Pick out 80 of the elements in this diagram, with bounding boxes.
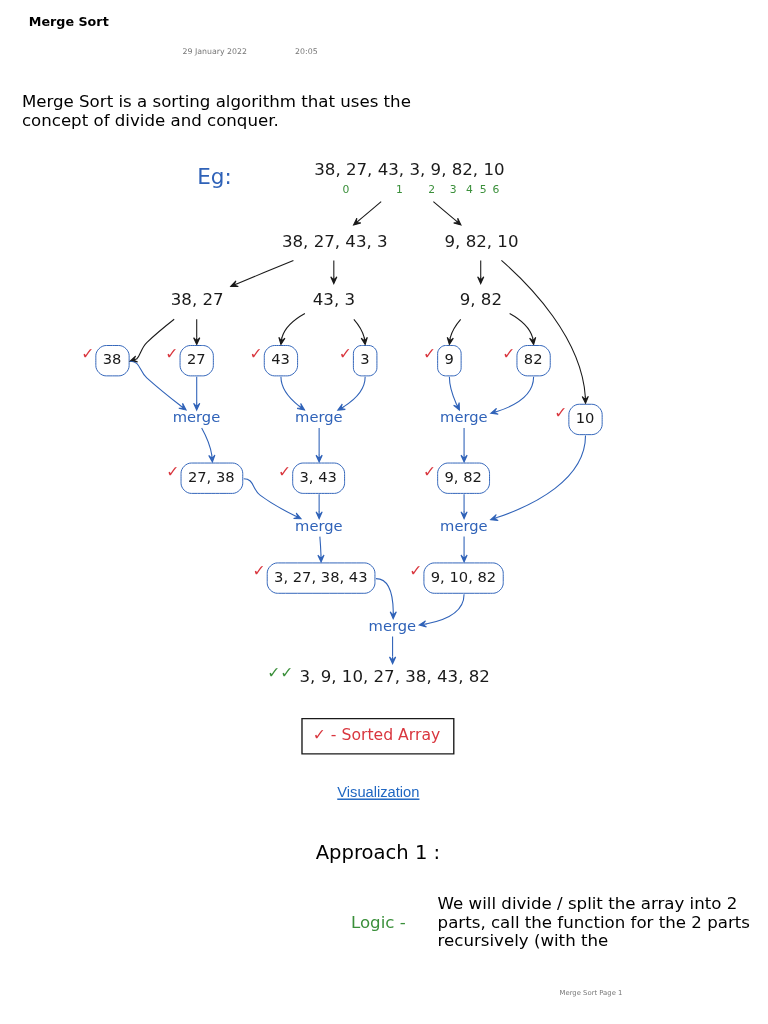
node-box: 27, 38 <box>180 462 243 494</box>
label: Visualization <box>336 784 419 801</box>
node-label: 2 <box>427 183 435 197</box>
arrow <box>446 318 461 346</box>
node-text: 43, 3 <box>312 290 355 310</box>
node-text: 3, 9, 10, 27, 38, 43, 82 <box>299 667 490 687</box>
node-text: 38, 27, 43, 3, 9, 82, 10 <box>313 160 505 180</box>
arrow <box>374 578 397 620</box>
label: 29 January 2022 <box>182 46 247 56</box>
node-text: 9, 82 <box>459 290 502 310</box>
arrow <box>315 493 323 520</box>
node-label: 5 <box>479 183 487 197</box>
node-box: 3, 43 <box>291 462 345 494</box>
arrow <box>459 493 468 520</box>
arrow <box>459 536 468 563</box>
arrow <box>352 318 368 346</box>
arrow <box>476 259 484 285</box>
node-label: ✓ <box>553 402 567 422</box>
arrow <box>329 259 337 285</box>
node-label: ✓ <box>422 461 436 481</box>
node-text: merge <box>294 408 343 426</box>
node-text: 38, 27, 43, 3 <box>281 231 388 251</box>
label: 20:05 <box>294 46 318 56</box>
arrow <box>489 376 534 415</box>
node-label: ✓ <box>249 344 263 364</box>
arrow <box>500 259 589 404</box>
node-label: ✓ <box>164 344 178 364</box>
arrow <box>459 427 468 463</box>
node-text: 38, 27 <box>170 290 224 310</box>
node-box: 9, 82 <box>436 462 490 494</box>
arrow <box>448 376 460 411</box>
node-label: 3 <box>449 183 457 197</box>
node-text: merge <box>172 408 220 426</box>
node-text: merge <box>439 517 488 535</box>
node-box: 9 <box>436 345 462 377</box>
node-label: ✓ <box>165 461 179 481</box>
node-label: ✓ <box>501 344 515 364</box>
node-text: merge <box>294 517 343 535</box>
node-label: 6 <box>491 183 499 197</box>
arrow <box>242 478 302 520</box>
label: Merge Sort is a sorting algorithm that uses the concept of divide and conquer. <box>21 92 411 130</box>
arrow <box>192 376 200 411</box>
node-label: 0 <box>342 183 349 197</box>
node-label: ✓✓ <box>266 663 293 683</box>
arrow <box>279 376 305 411</box>
label: We will divide / split the array into 2 parts, call the function for the 2 parts recursively (with the <box>437 894 750 951</box>
label: Logic - <box>350 912 406 932</box>
node-label: ✓ <box>422 344 436 364</box>
node-box: 3 <box>352 345 377 377</box>
arrow <box>432 201 461 226</box>
node-label: ✓ <box>80 344 94 364</box>
node-label: ✓ <box>408 561 422 581</box>
arrow <box>418 593 465 628</box>
node-label: 1 <box>395 183 403 197</box>
label: Eg: <box>196 164 232 190</box>
arrow <box>277 313 305 346</box>
arrow <box>229 259 294 288</box>
node-box: 9, 10, 82 <box>422 562 504 594</box>
arrow <box>508 313 536 346</box>
node-label: ✓ <box>277 461 291 481</box>
node-text: 9, 82, 10 <box>443 231 519 251</box>
diagram-title: Merge Sort <box>28 13 109 29</box>
arrow <box>192 318 200 346</box>
arrow <box>129 318 175 363</box>
arrow <box>352 201 382 226</box>
arrow <box>388 635 396 665</box>
arrow <box>315 427 323 463</box>
node-text: merge <box>439 408 488 426</box>
arrow <box>129 360 187 411</box>
node-text: merge <box>368 616 416 634</box>
node-box: 3, 27, 38, 43 <box>266 562 375 594</box>
label: Approach 1 : <box>315 840 440 864</box>
legend-label: ✓ - Sorted Array <box>312 724 440 744</box>
node-label: ✓ <box>252 561 266 581</box>
arrow <box>489 435 586 521</box>
node-label: 4 <box>465 183 473 197</box>
arrow <box>200 427 215 463</box>
arrow <box>336 376 366 411</box>
node-label: ✓ <box>338 344 352 364</box>
arrow <box>316 536 325 563</box>
